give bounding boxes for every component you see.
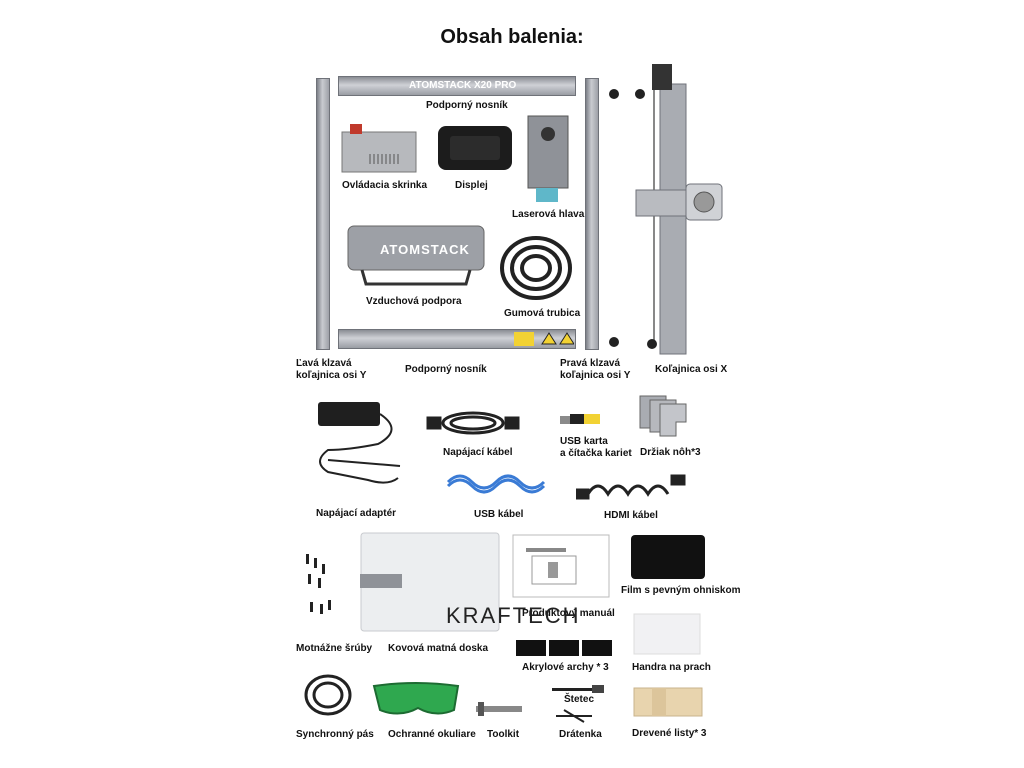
metal-plate-image xyxy=(360,532,500,632)
rubber-tube-image xyxy=(498,234,574,302)
acrylic-sheets-label: Akrylové archy * 3 xyxy=(522,662,609,673)
laser-head-image xyxy=(526,114,570,204)
right-y-rail xyxy=(585,78,599,350)
usb-cable-label: USB kábel xyxy=(474,509,524,520)
manual-image xyxy=(512,534,610,598)
left-y-rail xyxy=(316,78,330,350)
toolkit-label: Toolkit xyxy=(487,729,520,740)
goggles-label: Ochranné okuliare xyxy=(388,729,476,740)
power-cable-label: Napájací kábel xyxy=(443,447,513,458)
metal-plate-label: Kovová matná doska xyxy=(388,643,489,654)
hdmi-cable-label: HDMI kábel xyxy=(604,510,658,521)
watermark: KRAFTECH xyxy=(446,603,581,628)
rail-brand-print: ATOMSTACK X20 PRO xyxy=(409,80,517,91)
wire-brush-image xyxy=(554,708,594,724)
film-image xyxy=(630,534,706,580)
air-assist-brand: ATOMSTACK xyxy=(380,242,470,257)
support-beam-top-label: Podporný nosník xyxy=(426,100,508,111)
dust-cloth-label: Handra na prach xyxy=(632,662,711,673)
film-label: Film s pevným ohniskom xyxy=(621,585,741,596)
right-rail-label-2: koľajnica osi Y xyxy=(560,370,631,381)
leg-holder-image xyxy=(636,392,690,440)
usb-cable-image xyxy=(440,466,550,498)
usb-card-image xyxy=(560,412,602,426)
x-axis-rail xyxy=(606,60,726,360)
support-beam-bottom-label: Podporný nosník xyxy=(405,364,487,375)
power-adapter-label: Napájací adaptér xyxy=(316,508,397,519)
control-box-label: Ovládacia skrinka xyxy=(342,180,428,191)
hdmi-cable-image xyxy=(576,472,686,502)
usb-card-label-2: a čítačka kariet xyxy=(560,448,632,459)
display-label: Displej xyxy=(455,180,488,191)
brush-image xyxy=(552,684,606,694)
left-rail-label-2: koľajnica osi Y xyxy=(296,370,367,381)
wire-brush-label: Drátenka xyxy=(559,729,602,740)
power-adapter-image xyxy=(308,400,406,494)
x-rail-label: Koľajnica osi X xyxy=(655,364,728,375)
wood-sheets-image xyxy=(632,686,704,718)
power-cable-image xyxy=(426,406,520,440)
toolkit-image xyxy=(474,700,524,718)
warning-labels xyxy=(514,332,574,346)
display-image xyxy=(436,124,514,172)
brush-label: Štetec xyxy=(564,694,595,705)
air-assist-image: ATOMSTACK xyxy=(340,222,488,288)
page-title: Obsah balenia: xyxy=(440,26,584,48)
usb-card-label-1: USB karta xyxy=(560,436,608,447)
air-assist-label: Vzduchová podpora xyxy=(366,296,462,307)
wood-sheets-label: Drevené listy* 3 xyxy=(632,728,707,739)
laser-head-label: Laserová hlava xyxy=(512,209,585,220)
bottom-support-beam xyxy=(338,329,576,349)
right-rail-label-1: Pravá klzavá xyxy=(560,358,621,369)
screws-image xyxy=(298,546,344,622)
manual-label: Produktový manuál xyxy=(522,608,615,619)
top-support-beam: ATOMSTACK X20 PRO xyxy=(338,76,576,96)
timing-belt-label: Synchronný pás xyxy=(296,729,374,740)
timing-belt-image xyxy=(302,672,354,718)
goggles-image xyxy=(370,680,462,720)
dust-cloth-image xyxy=(632,612,702,656)
control-box-image xyxy=(340,118,418,174)
leg-holder-label: Držiak nôh*3 xyxy=(640,447,701,458)
rubber-tube-label: Gumová trubica xyxy=(504,308,581,319)
screws-label: Motnážne šrúby xyxy=(296,643,373,654)
left-rail-label-1: Ľavá klzavá xyxy=(296,358,352,369)
acrylic-sheets-image xyxy=(516,638,614,658)
